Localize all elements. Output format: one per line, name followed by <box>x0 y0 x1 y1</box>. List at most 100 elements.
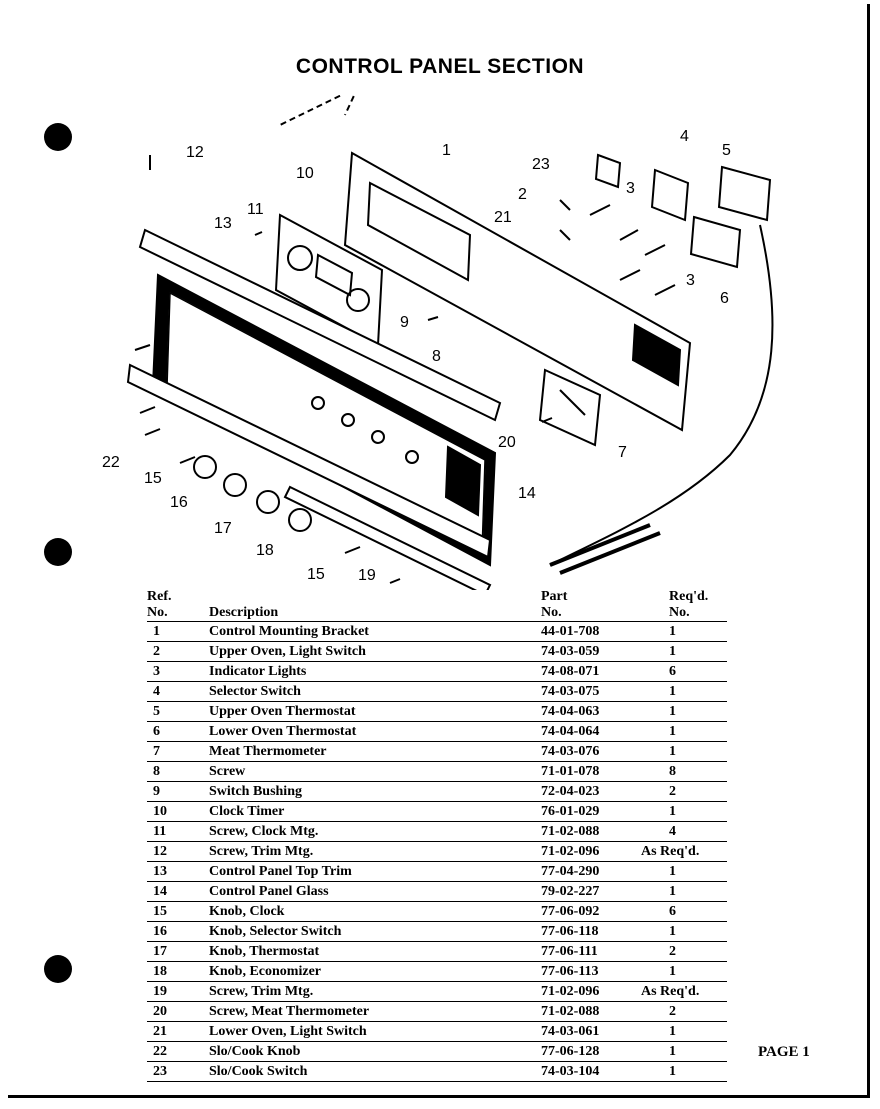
callout-23: 23 <box>532 156 550 173</box>
ref-cell: 4 <box>147 681 209 702</box>
callout-3b: 3 <box>686 272 695 289</box>
callout-4: 4 <box>680 128 689 145</box>
ref-cell: 13 <box>147 861 209 882</box>
callout-7: 7 <box>618 444 627 461</box>
description-cell: Knob, Selector Switch <box>209 921 541 942</box>
required-qty-cell: 1 <box>669 641 728 662</box>
part-number-cell: 74-04-063 <box>541 701 669 722</box>
callout-6: 6 <box>720 290 729 307</box>
callout-19: 19 <box>358 567 376 584</box>
required-qty-cell: 1 <box>669 621 728 642</box>
part-number-cell: 77-06-113 <box>541 961 669 982</box>
description-cell: Upper Oven, Light Switch <box>209 641 541 662</box>
header-reqd-no: Req'd. No. <box>669 587 728 622</box>
part-number-cell: 44-01-708 <box>541 621 669 642</box>
description-cell: Meat Thermometer <box>209 741 541 762</box>
ref-cell: 14 <box>147 881 209 902</box>
ref-cell: 23 <box>147 1061 209 1082</box>
ref-cell: 21 <box>147 1021 209 1042</box>
parts-list-table: Ref. No. Description Part No. Req'd. No.… <box>147 587 728 1082</box>
ref-cell: 3 <box>147 661 209 682</box>
callout-15b: 15 <box>307 566 325 583</box>
ref-cell: 22 <box>147 1041 209 1062</box>
header-description: Description <box>209 587 541 622</box>
callout-11: 11 <box>247 201 264 218</box>
callout-13: 13 <box>214 215 232 232</box>
description-cell: Indicator Lights <box>209 661 541 682</box>
callout-20: 20 <box>498 434 516 451</box>
punch-hole-bottom <box>44 955 72 983</box>
description-cell: Screw, Meat Thermometer <box>209 1001 541 1022</box>
ref-cell: 10 <box>147 801 209 822</box>
callout-9: 9 <box>400 314 409 331</box>
ref-cell: 2 <box>147 641 209 662</box>
part-number-cell: 71-01-078 <box>541 761 669 782</box>
callout-15a: 15 <box>144 470 162 487</box>
part-number-cell: 74-04-064 <box>541 721 669 742</box>
page-number: PAGE 1 <box>758 1044 810 1060</box>
callout-2: 2 <box>518 186 527 203</box>
part-number-cell: 71-02-088 <box>541 821 669 842</box>
ref-cell: 11 <box>147 821 209 842</box>
callout-18: 18 <box>256 542 274 559</box>
required-qty-cell: 1 <box>669 681 728 702</box>
callout-17: 17 <box>214 520 232 537</box>
required-qty-cell: 1 <box>669 721 728 742</box>
header-ref-no: Ref. No. <box>147 587 209 622</box>
part-number-cell: 77-06-118 <box>541 921 669 942</box>
punch-hole-top <box>44 123 72 151</box>
required-qty-cell: 2 <box>669 1001 728 1022</box>
description-cell: Control Mounting Bracket <box>209 621 541 642</box>
callout-22: 22 <box>102 454 120 471</box>
ref-cell: 1 <box>147 621 209 642</box>
required-qty-cell: 2 <box>669 781 728 802</box>
ref-cell: 12 <box>147 841 209 862</box>
ref-cell: 19 <box>147 981 209 1002</box>
page-frame <box>8 4 870 1098</box>
required-qty-cell: 1 <box>669 1021 728 1042</box>
description-cell: Selector Switch <box>209 681 541 702</box>
part-number-cell: 74-03-061 <box>541 1021 669 1042</box>
part-number-cell: 72-04-023 <box>541 781 669 802</box>
required-qty-cell: 1 <box>669 741 728 762</box>
required-qty-cell: As Req'd. <box>641 981 700 1002</box>
part-number-cell: 77-04-290 <box>541 861 669 882</box>
ref-cell: 9 <box>147 781 209 802</box>
description-cell: Clock Timer <box>209 801 541 822</box>
required-qty-cell: 1 <box>669 801 728 822</box>
description-cell: Knob, Clock <box>209 901 541 922</box>
part-number-cell: 79-02-227 <box>541 881 669 902</box>
callout-12: 12 <box>186 144 204 161</box>
callout-14: 14 <box>518 485 536 502</box>
ref-cell: 17 <box>147 941 209 962</box>
required-qty-cell: 1 <box>669 861 728 882</box>
description-cell: Switch Bushing <box>209 781 541 802</box>
callout-3a: 3 <box>626 180 635 197</box>
callout-10: 10 <box>296 165 314 182</box>
punch-hole-middle <box>44 538 72 566</box>
description-cell: Slo/Cook Knob <box>209 1041 541 1062</box>
ref-cell: 20 <box>147 1001 209 1022</box>
description-cell: Screw, Trim Mtg. <box>209 981 541 1002</box>
ref-cell: 7 <box>147 741 209 762</box>
required-qty-cell: 1 <box>669 1061 728 1082</box>
